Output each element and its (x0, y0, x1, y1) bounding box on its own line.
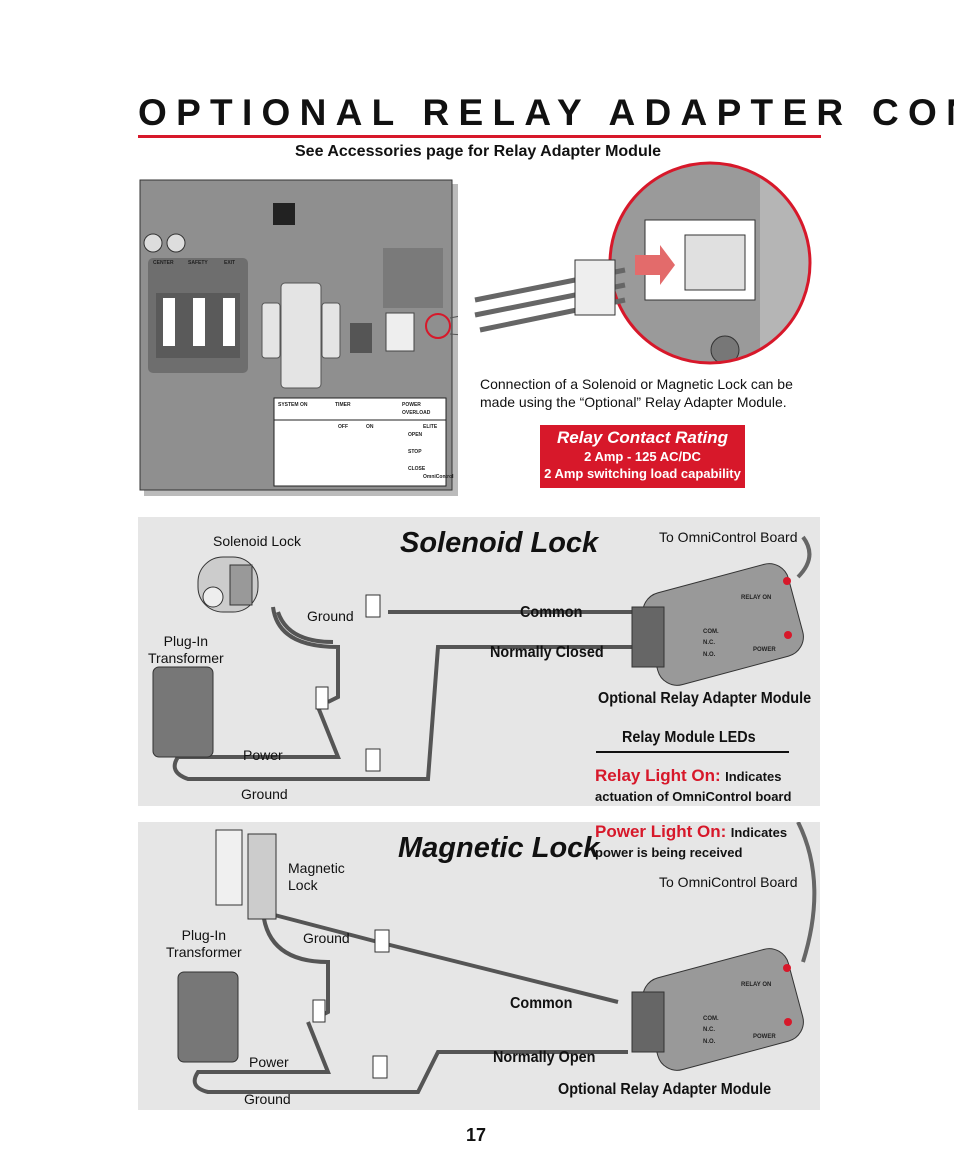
page-title: OPTIONAL RELAY ADAPTER CONNECTION (138, 92, 954, 133)
svg-text:POWER: POWER (753, 1034, 776, 1040)
ground-label: Ground (307, 608, 354, 624)
title-rule (138, 135, 821, 138)
solenoid-heading: Solenoid Lock (400, 527, 599, 559)
solenoid-wiring-diagram: RELAY ON POWER COM. N.C. N.O. (152, 535, 812, 781)
leds-heading: Relay Module LEDs (622, 729, 756, 746)
svg-text:OFF: OFF (338, 424, 348, 430)
leds-rule (596, 751, 789, 753)
svg-text:COM.: COM. (703, 1016, 719, 1022)
transformer-label: Plug-In Transformer (166, 927, 242, 960)
power-label: Power (249, 1054, 289, 1070)
ground-label: Ground (241, 786, 288, 802)
to-board-label: To OmniControl Board (659, 529, 798, 545)
caption: Connection of a Solenoid or Magnetic Loc… (480, 376, 793, 410)
svg-text:RELAY ON: RELAY ON (741, 982, 771, 988)
svg-text:ELITE: ELITE (423, 424, 438, 430)
svg-text:N.O.: N.O. (703, 1039, 716, 1045)
relay-light-info: Relay Light On: Indicates actuation of O… (595, 766, 792, 804)
svg-text:N.O.: N.O. (703, 652, 716, 658)
connector-detail-illustration (474, 161, 812, 365)
ground-label: Ground (244, 1091, 291, 1107)
svg-text:POWER: POWER (402, 402, 421, 408)
common-label: Common (510, 995, 573, 1012)
svg-text:OVERLOAD: OVERLOAD (402, 410, 431, 416)
page-number: 17 (466, 1125, 487, 1145)
svg-text:N.C.: N.C. (703, 1027, 715, 1033)
svg-text:CENTER: CENTER (153, 260, 174, 266)
common-label: Common (520, 604, 583, 621)
power-label: Power (243, 747, 283, 763)
rating-line2: 2 Amp switching load capability (544, 466, 741, 481)
svg-text:EXIT: EXIT (224, 260, 235, 266)
magnetic-heading: Magnetic Lock (398, 832, 600, 864)
magnetic-lock-label: Magnetic Lock (288, 860, 345, 893)
svg-text:SYSTEM ON: SYSTEM ON (278, 402, 308, 408)
ground-label: Ground (303, 930, 350, 946)
rating-title: Relay Contact Rating (557, 428, 728, 447)
module-label: Optional Relay Adapter Module (558, 1081, 772, 1098)
svg-text:CLOSE: CLOSE (408, 466, 426, 472)
svg-text:OmniControl: OmniControl (423, 474, 454, 480)
magnetic-wiring-diagram: RELAY ON POWER COM. N.C. N.O. (177, 822, 817, 1094)
power-light-info: Power Light On: Indicates power is being… (595, 822, 788, 860)
svg-text:POWER: POWER (753, 647, 776, 653)
normally-closed-label: Normally Closed (490, 644, 604, 661)
subtitle: See Accessories page for Relay Adapter M… (295, 143, 662, 160)
svg-text:RELAY ON: RELAY ON (741, 595, 771, 601)
svg-text:STOP: STOP (408, 449, 422, 455)
relay-contact-rating: Relay Contact Rating 2 Amp - 125 AC/DC 2… (540, 425, 745, 488)
svg-text:SAFETY: SAFETY (188, 260, 208, 266)
svg-text:N.C.: N.C. (703, 640, 715, 646)
transformer-label: Plug-In Transformer (148, 633, 224, 666)
normally-open-label: Normally Open (493, 1049, 596, 1066)
to-board-label: To OmniControl Board (659, 874, 798, 890)
svg-text:TIMER: TIMER (335, 402, 351, 408)
svg-text:COM.: COM. (703, 629, 719, 635)
rating-line1: 2 Amp - 125 AC/DC (584, 449, 701, 464)
solenoid-lock-label: Solenoid Lock (213, 533, 301, 549)
module-label: Optional Relay Adapter Module (598, 690, 812, 707)
control-board-illustration: CENTER SAFETY EXIT SYSTEM ON TIMER POWER… (139, 179, 458, 496)
svg-text:ON: ON (366, 424, 374, 430)
svg-text:OPEN: OPEN (408, 432, 423, 438)
